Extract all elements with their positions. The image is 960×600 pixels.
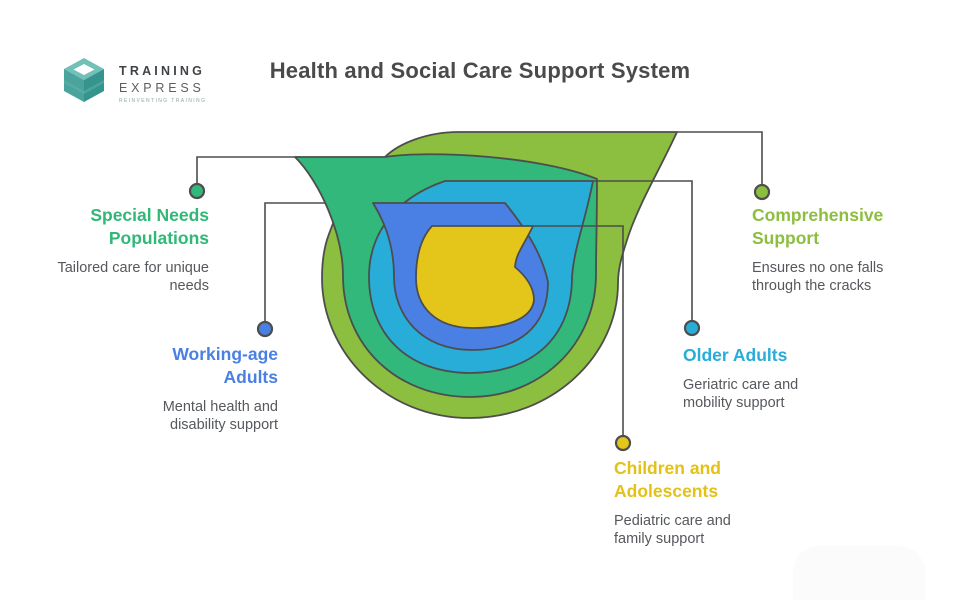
callout-working-age: Working-age Adults Mental health and dis… [98, 343, 278, 434]
page-title: Health and Social Care Support System [269, 58, 691, 83]
callout-working-age-desc: Mental health and disability support [162, 399, 278, 433]
watermark-blob [793, 546, 925, 600]
callout-children-title: Children and Adolescents [614, 458, 721, 501]
dot-children [614, 434, 632, 452]
logo-tagline: REINVENTING TRAINING [119, 98, 207, 104]
dot-special-needs [188, 182, 206, 200]
connectors-over [533, 131, 763, 435]
dot-comprehensive [753, 183, 771, 201]
logo-cube-icon [64, 58, 104, 102]
callout-older-adults-title: Older Adults [683, 345, 788, 365]
callout-comprehensive-title: Comprehensive Support [752, 205, 884, 248]
logo-brand-line1: TRAINING [119, 64, 206, 78]
connector-children [533, 225, 624, 435]
callout-comprehensive: Comprehensive Support Ensures no one fal… [752, 204, 932, 295]
logo-brand-line2: EXPRESS [119, 81, 205, 95]
callout-older-adults-desc: Geriatric care and mobility support [683, 377, 799, 411]
dot-working-age [256, 320, 274, 338]
connector-special-needs [196, 156, 300, 183]
layer-children-adolescents [415, 225, 535, 329]
dot-older-adults [683, 319, 701, 337]
callout-children-desc: Pediatric care and family support [614, 513, 731, 547]
connector-older-adults [593, 180, 693, 320]
logo-text: TRAINING EXPRESS REINVENTING TRAINING [119, 56, 206, 104]
callout-older-adults: Older Adults Geriatric care and mobility… [683, 344, 863, 412]
callout-special-needs-title: Special Needs Populations [90, 205, 209, 248]
callout-special-needs: Special Needs Populations Tailored care … [29, 204, 209, 295]
callout-comprehensive-desc: Ensures no one falls through the cracks [752, 260, 884, 294]
training-express-logo: TRAINING EXPRESS REINVENTING TRAINING [62, 56, 206, 104]
connector-comprehensive [677, 131, 763, 184]
callout-special-needs-desc: Tailored care for unique needs [57, 260, 209, 294]
callout-children: Children and Adolescents Pediatric care … [614, 457, 794, 548]
callout-working-age-title: Working-age Adults [172, 344, 278, 387]
